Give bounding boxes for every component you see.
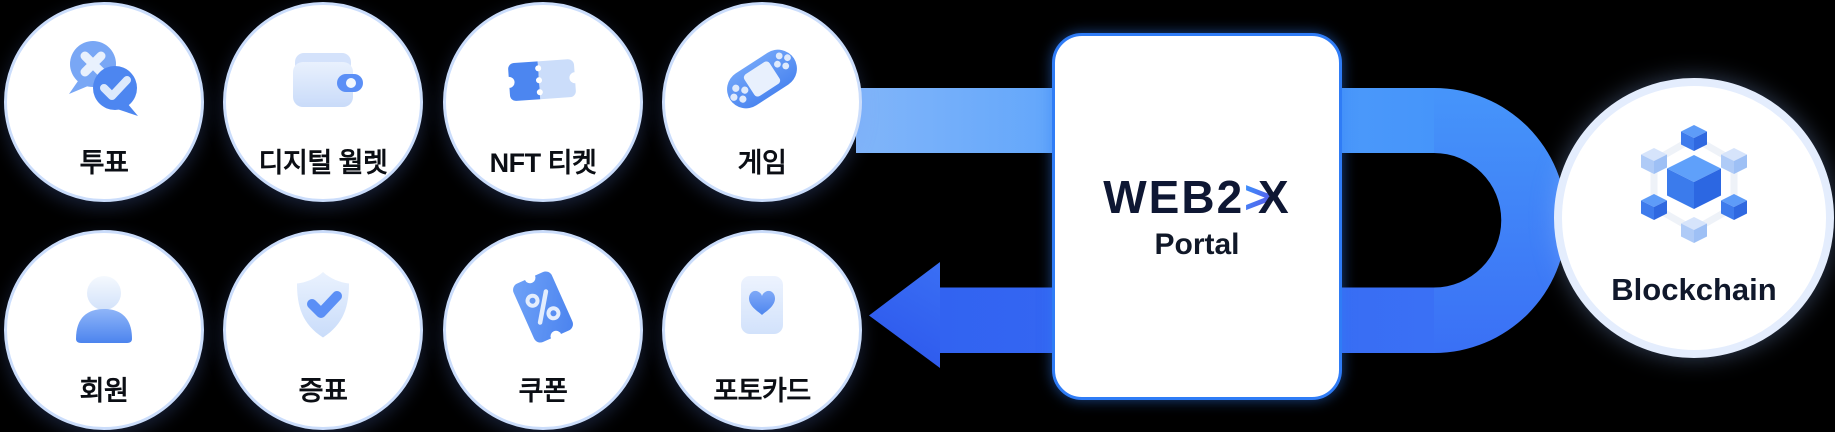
- return-arrowhead-icon: [869, 262, 940, 368]
- brand-prefix: WEB2: [1103, 170, 1245, 223]
- service-label: 포토카드: [713, 376, 811, 406]
- brand-chevron-icon: >: [1244, 170, 1274, 223]
- blockchain-icon: [1641, 125, 1747, 243]
- web2x-logo: WEB2>X: [1103, 174, 1290, 220]
- service-vote: 투표: [4, 2, 204, 202]
- service-member: 회원: [4, 230, 204, 430]
- member-person-icon: [76, 276, 132, 343]
- service-game: 게임: [662, 2, 862, 202]
- service-label: 투표: [79, 148, 129, 178]
- nft-ticket-icon: [503, 59, 581, 101]
- photocard-heart-icon: [741, 276, 783, 334]
- coupon-percent-icon: [513, 271, 573, 343]
- service-label: NFT 티켓: [489, 148, 597, 178]
- service-label: 회원: [79, 376, 129, 406]
- service-token: 증표: [223, 230, 423, 430]
- portal-card: WEB2>X Portal: [1052, 33, 1342, 400]
- service-label: 증표: [298, 376, 348, 406]
- service-nft-ticket: NFT 티켓: [443, 2, 643, 202]
- service-coupon: 쿠폰: [443, 230, 643, 430]
- service-label: 게임: [737, 148, 787, 178]
- portal-subtitle: Portal: [1154, 227, 1240, 261]
- service-photocard: 포토카드: [662, 230, 862, 430]
- blockchain-label: Blockchain: [1611, 272, 1777, 307]
- vote-bubbles-icon: [69, 41, 138, 116]
- service-digital-wallet: 디지털 월렛: [223, 2, 423, 202]
- shield-check-icon: [297, 272, 349, 338]
- digital-wallet-icon: [293, 53, 363, 107]
- service-label: 쿠폰: [518, 376, 568, 406]
- service-label: 디지털 월렛: [258, 148, 388, 178]
- brand-x: X: [1258, 170, 1291, 223]
- blockchain-node: Blockchain: [1554, 78, 1834, 358]
- game-console-icon: [727, 49, 797, 109]
